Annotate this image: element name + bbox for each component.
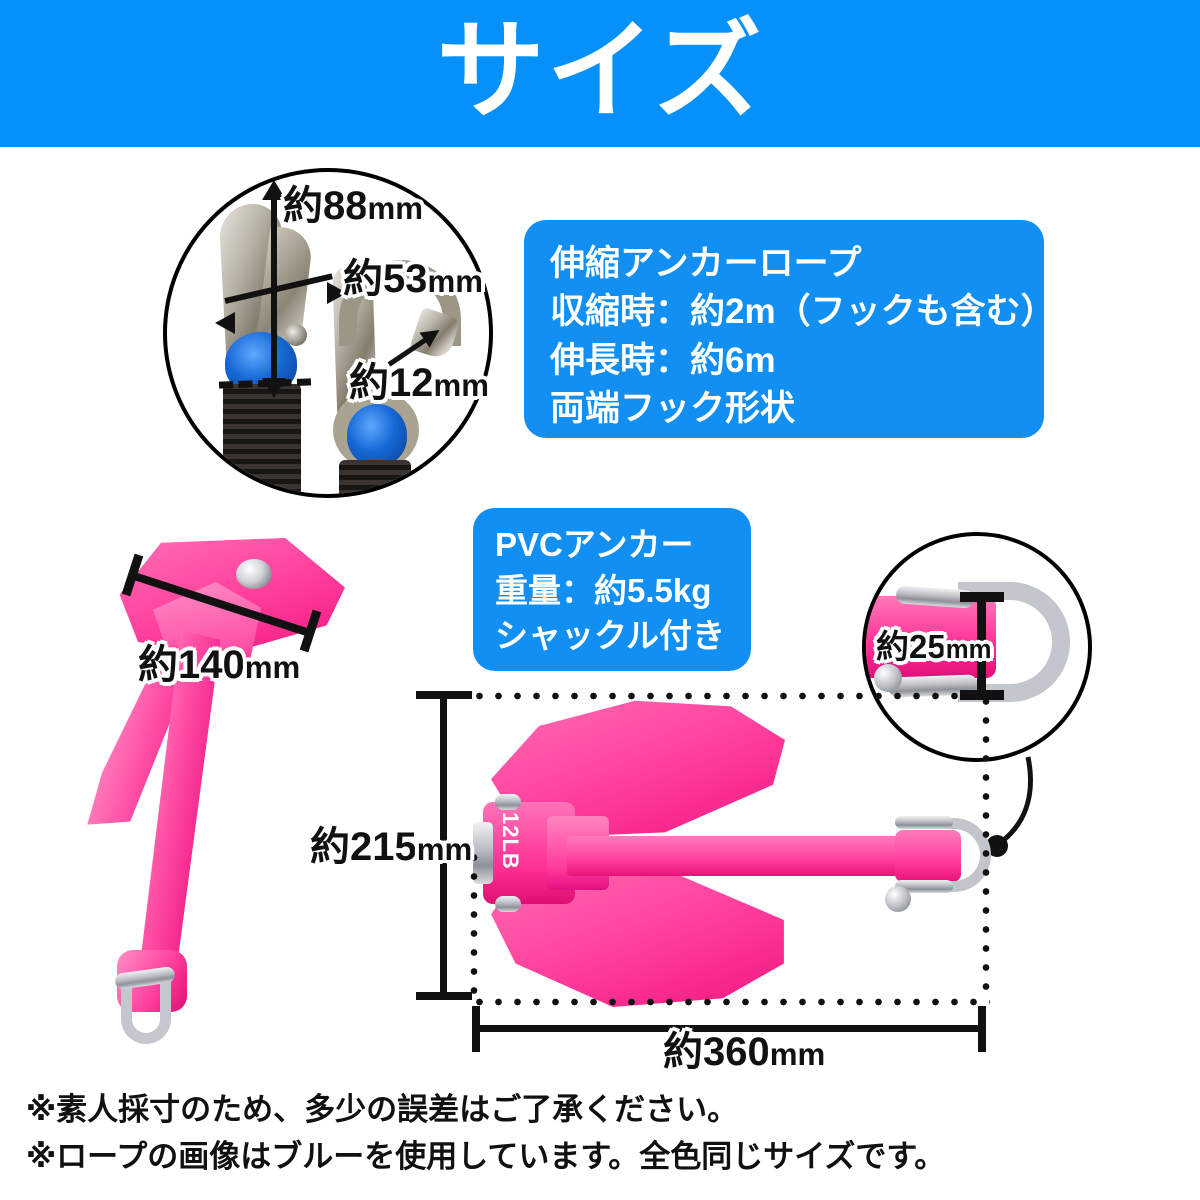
shackle-leader-line [986, 756, 1033, 857]
measure-215mm-cap-top [416, 691, 472, 699]
measure-360mm-line [476, 1025, 984, 1032]
anchor-info-line-3: シャックル付き [495, 617, 726, 655]
dimension-label-shackle-width: 約25mm [876, 628, 992, 665]
dimension-label-hook-gap: 約12mm [349, 361, 489, 405]
dimension-label-hook-width: 約53mm [343, 257, 483, 301]
folded-anchor-pivot-bolt [236, 559, 272, 589]
arrow-53mm-head-left [215, 312, 235, 334]
bbox-dotted-top [470, 692, 990, 700]
shackle-bolt-head [874, 664, 902, 692]
dimension-label-anchor-length: 約360mm [663, 1030, 826, 1074]
arrow-88mm-head-down [262, 378, 286, 398]
rope-info-line-2: 収縮時：約2m（フックも含む） [550, 292, 1056, 332]
measure-360mm-cap-right [978, 1006, 986, 1052]
shackle-detail-circle [862, 532, 1092, 762]
measure-215mm-line [440, 697, 447, 999]
rope-info-line-4: 両端フック形状 [550, 388, 796, 428]
dimension-label-fluke-width: 約140mm [138, 643, 301, 687]
anchor-end-shackle-pin-top [895, 816, 953, 829]
anchor-info-box: PVCアンカー 重量：約5.5kg シャックル付き [473, 508, 751, 671]
dimension-label-hook-length: 約88mm [283, 184, 423, 228]
bbox-dotted-right [982, 692, 990, 1000]
footer-note-2: ※ロープの画像はブルーを使用しています。全色同じサイズです。 [26, 1139, 946, 1175]
rope-info-line-3: 伸長時：約6m [550, 340, 776, 380]
anchor-body-marking: 12LB [498, 812, 523, 870]
anchor-info-line-2: 重量：約5.5kg [495, 571, 712, 609]
anchor-shank [567, 836, 917, 876]
anchor-end-shackle-bolt [885, 886, 911, 912]
leader-line-dot [986, 835, 1008, 857]
footer-note-1: ※素人採寸のため、多少の誤差はご了承ください。 [26, 1092, 739, 1127]
folded-anchor-shackle [121, 982, 171, 1044]
bbox-dotted-left [470, 848, 478, 1000]
rope-sleeve-right [339, 460, 411, 494]
rope-hook-detail-circle [163, 168, 493, 498]
rope-sleeve-left [223, 384, 301, 494]
bbox-dotted-bottom [470, 998, 990, 1006]
dimension-label-anchor-height: 約215mm [310, 825, 473, 869]
anchor-end-shackle-pin-bottom [895, 880, 953, 893]
anchor-pivot-bolt-top [495, 794, 521, 810]
anchor-info-line-1: PVCアンカー [495, 526, 694, 563]
header-banner: サイズ [0, 0, 1200, 147]
page-title: サイズ [436, 9, 764, 131]
measure-215mm-cap-bottom [416, 992, 472, 1000]
rope-info-box: 伸縮アンカーロープ 収縮時：約2m（フックも含む） 伸長時：約6m 両端フック形… [524, 220, 1056, 438]
open-anchor-photo: 12LB [455, 690, 1015, 1010]
rope-hook-left-bolt [285, 324, 307, 346]
rope-info-line-1: 伸縮アンカーロープ [550, 244, 862, 283]
arrow-53mm-head-right [327, 282, 347, 304]
footer-notes: ※素人採寸のため、多少の誤差はご了承ください。 ※ロープの画像はブルーを使用して… [26, 1086, 1186, 1180]
measure-25mm-bar [977, 596, 986, 696]
measure-25mm-cap-top [960, 592, 1004, 602]
anchor-pivot-bolt-bottom [495, 896, 521, 912]
measure-360mm-cap-left [472, 1006, 480, 1052]
anchor-hinge-plate [473, 822, 493, 884]
folded-anchor-photo [95, 530, 395, 1070]
arrow-88mm-head-up [262, 180, 286, 200]
rope-strand-right [347, 404, 407, 466]
leader-line-path [998, 756, 1033, 845]
